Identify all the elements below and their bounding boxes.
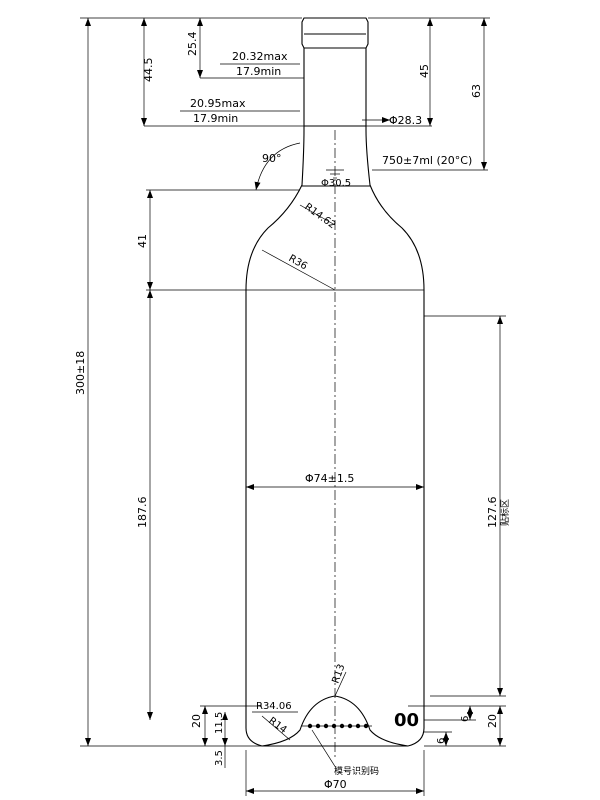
bore-mid-max: 20.95max	[190, 97, 246, 110]
base-20-left: 20	[190, 714, 203, 728]
cork-depth-label: 25.4	[186, 32, 199, 57]
overall-height-label: 300±18	[74, 351, 87, 395]
dim-45-label: 45	[418, 64, 431, 78]
label-area-label: 贴标区	[499, 499, 511, 526]
shoulder-height-label: 41	[136, 234, 149, 248]
body-height-label: 187.6	[136, 497, 149, 529]
fill-spec-label: 750±7ml (20°C)	[382, 154, 472, 167]
base-dia-label: Φ70	[324, 778, 347, 791]
r-heel-label: R14	[266, 716, 288, 736]
neck-dia-label: Φ28.3	[389, 114, 422, 127]
neck-base-dia-label: Φ30.5	[321, 178, 351, 189]
bore-top-max: 20.32max	[232, 50, 288, 63]
top-height-label: 44.5	[142, 58, 155, 83]
base-35-label: 3.5	[214, 750, 225, 766]
angle-label: 90°	[262, 152, 282, 165]
punt-depth-label: 11.5	[214, 712, 225, 734]
base-6-top: 6	[460, 716, 471, 722]
base-20-right: 20	[486, 714, 499, 728]
dim-63-label: 63	[470, 84, 483, 98]
bore-top-min: 17.9min	[236, 65, 281, 78]
r-shoulder-small-label: R14.62	[302, 202, 337, 232]
body-dia-label: Φ74±1.5	[305, 472, 354, 485]
punt-dots	[302, 723, 372, 729]
mold-mark: 00	[394, 710, 419, 731]
r-base-label: R34.06	[256, 701, 292, 712]
mold-code-label: 模号识别码	[334, 766, 379, 777]
label-height-label: 127.6	[486, 497, 499, 529]
base-6-bottom: 6	[436, 738, 447, 744]
bore-mid-min: 17.9min	[193, 112, 238, 125]
